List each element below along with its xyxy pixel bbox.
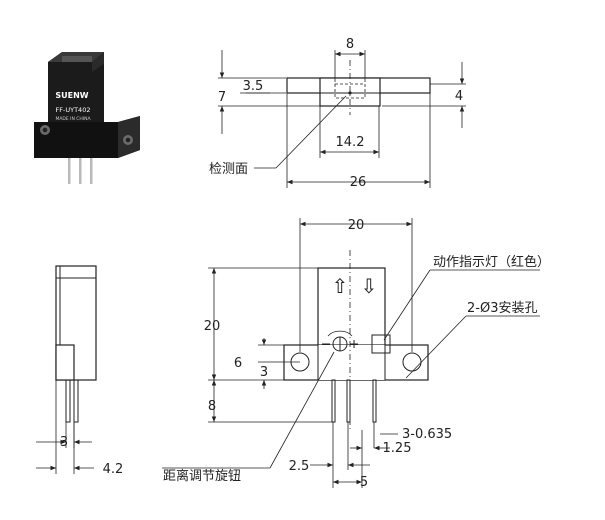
dim-7: 7: [218, 90, 226, 105]
label-detect-face: 检测面: [209, 162, 248, 177]
dim-4: 4: [455, 89, 463, 104]
side-dim-3: 3: [60, 435, 68, 450]
side-dim-4-2: 4.2: [103, 462, 124, 477]
dim-6: 6: [234, 356, 242, 371]
dim-pin-spec: 3-0.635: [402, 427, 452, 442]
label-knob: 距离调节旋钮: [163, 468, 241, 484]
origin-text: MADE IN CHINA: [55, 116, 91, 122]
arrow-up-icon: ⇧: [332, 274, 349, 298]
dim-20-width: 20: [348, 218, 365, 233]
product-photo: SUENW FF-UYT402 MADE IN CHINA: [34, 52, 140, 184]
brand-text: SUENW: [55, 91, 88, 100]
dim-3: 3: [260, 365, 268, 380]
dim-14-2: 14.2: [336, 135, 365, 150]
arrow-down-icon: ⇩: [361, 274, 378, 298]
model-text: FF-UYT402: [56, 106, 91, 114]
dim-20-height: 20: [204, 319, 221, 334]
top-view: 8 7 3.5 4 14.2 26 检测面: [209, 37, 466, 190]
label-holes: 2-Ø3安装孔: [467, 301, 537, 316]
dim-8-pins: 8: [208, 399, 216, 414]
dim-26: 26: [350, 175, 367, 190]
dim-1-25: 1.25: [383, 441, 412, 456]
dim-5: 5: [360, 475, 368, 490]
dim-8: 8: [346, 37, 354, 52]
side-view: 3 4.2: [36, 265, 124, 477]
front-view: ⇧ ⇩ 20 20 6 3 8: [162, 218, 550, 490]
dim-3-5: 3.5: [243, 79, 264, 94]
indicator-led: [371, 334, 391, 354]
dim-2-5: 2.5: [289, 459, 310, 474]
label-indicator: 动作指示灯（红色）: [433, 254, 550, 270]
